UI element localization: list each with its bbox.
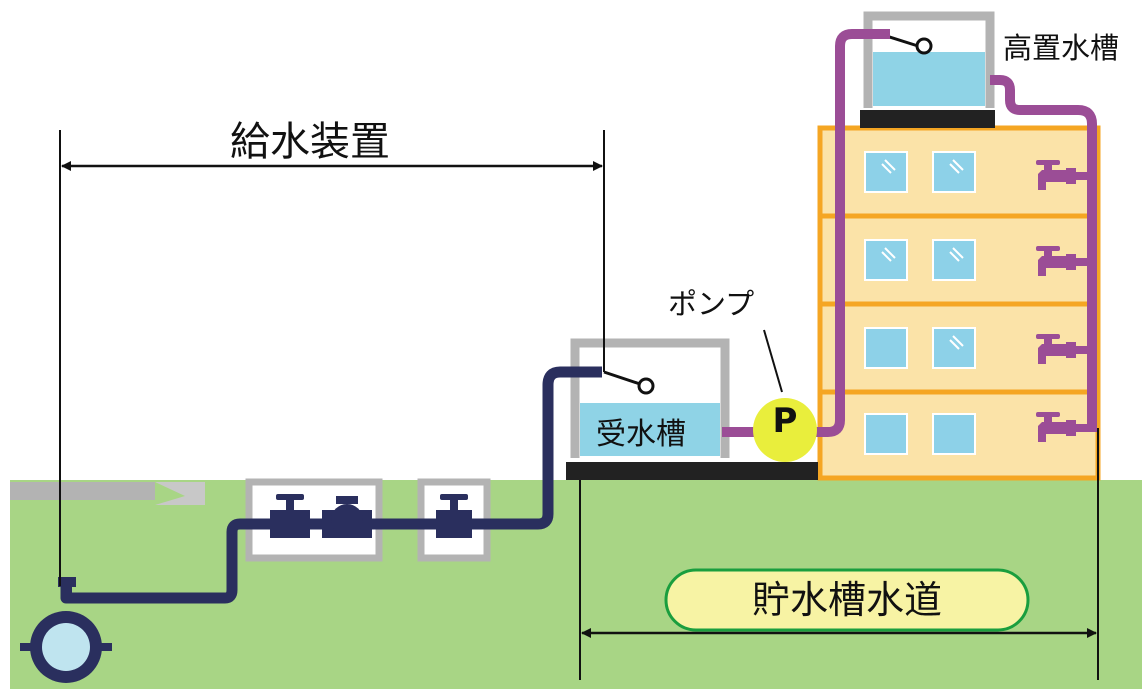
valve-icon	[270, 494, 310, 538]
window	[864, 327, 908, 369]
supply-pipe	[60, 366, 602, 604]
water-supply-equipment-label: 給水装置	[230, 119, 390, 165]
window	[932, 239, 976, 281]
window	[864, 151, 908, 193]
storage-label-bubble	[664, 568, 1030, 632]
window	[932, 151, 976, 193]
receiving-tank	[566, 338, 818, 480]
window	[932, 413, 976, 455]
distribution-pipe	[990, 75, 1097, 432]
pump-leader-line	[763, 329, 783, 393]
float-valve-icon	[915, 37, 933, 55]
window	[864, 239, 908, 281]
water-main-icon	[20, 577, 112, 683]
elevated-tank-label: 高置水槽	[1003, 31, 1120, 65]
window	[932, 327, 976, 369]
receiving-tank-label: 受水槽	[596, 417, 686, 452]
valve-icon	[436, 494, 472, 538]
pump-label: ポンプ	[668, 287, 755, 321]
pump-symbol-label: P	[772, 401, 798, 441]
storage-tank-waterworks-label: 貯水槽水道	[751, 578, 942, 622]
road-curb-slope	[155, 482, 205, 505]
elevated-tank	[860, 11, 995, 128]
pump-icon	[753, 398, 817, 462]
float-valve-icon	[637, 377, 655, 395]
window	[864, 413, 908, 455]
meter-icon	[322, 496, 372, 538]
distribution-pipe	[806, 29, 890, 437]
road-curb	[10, 482, 155, 500]
